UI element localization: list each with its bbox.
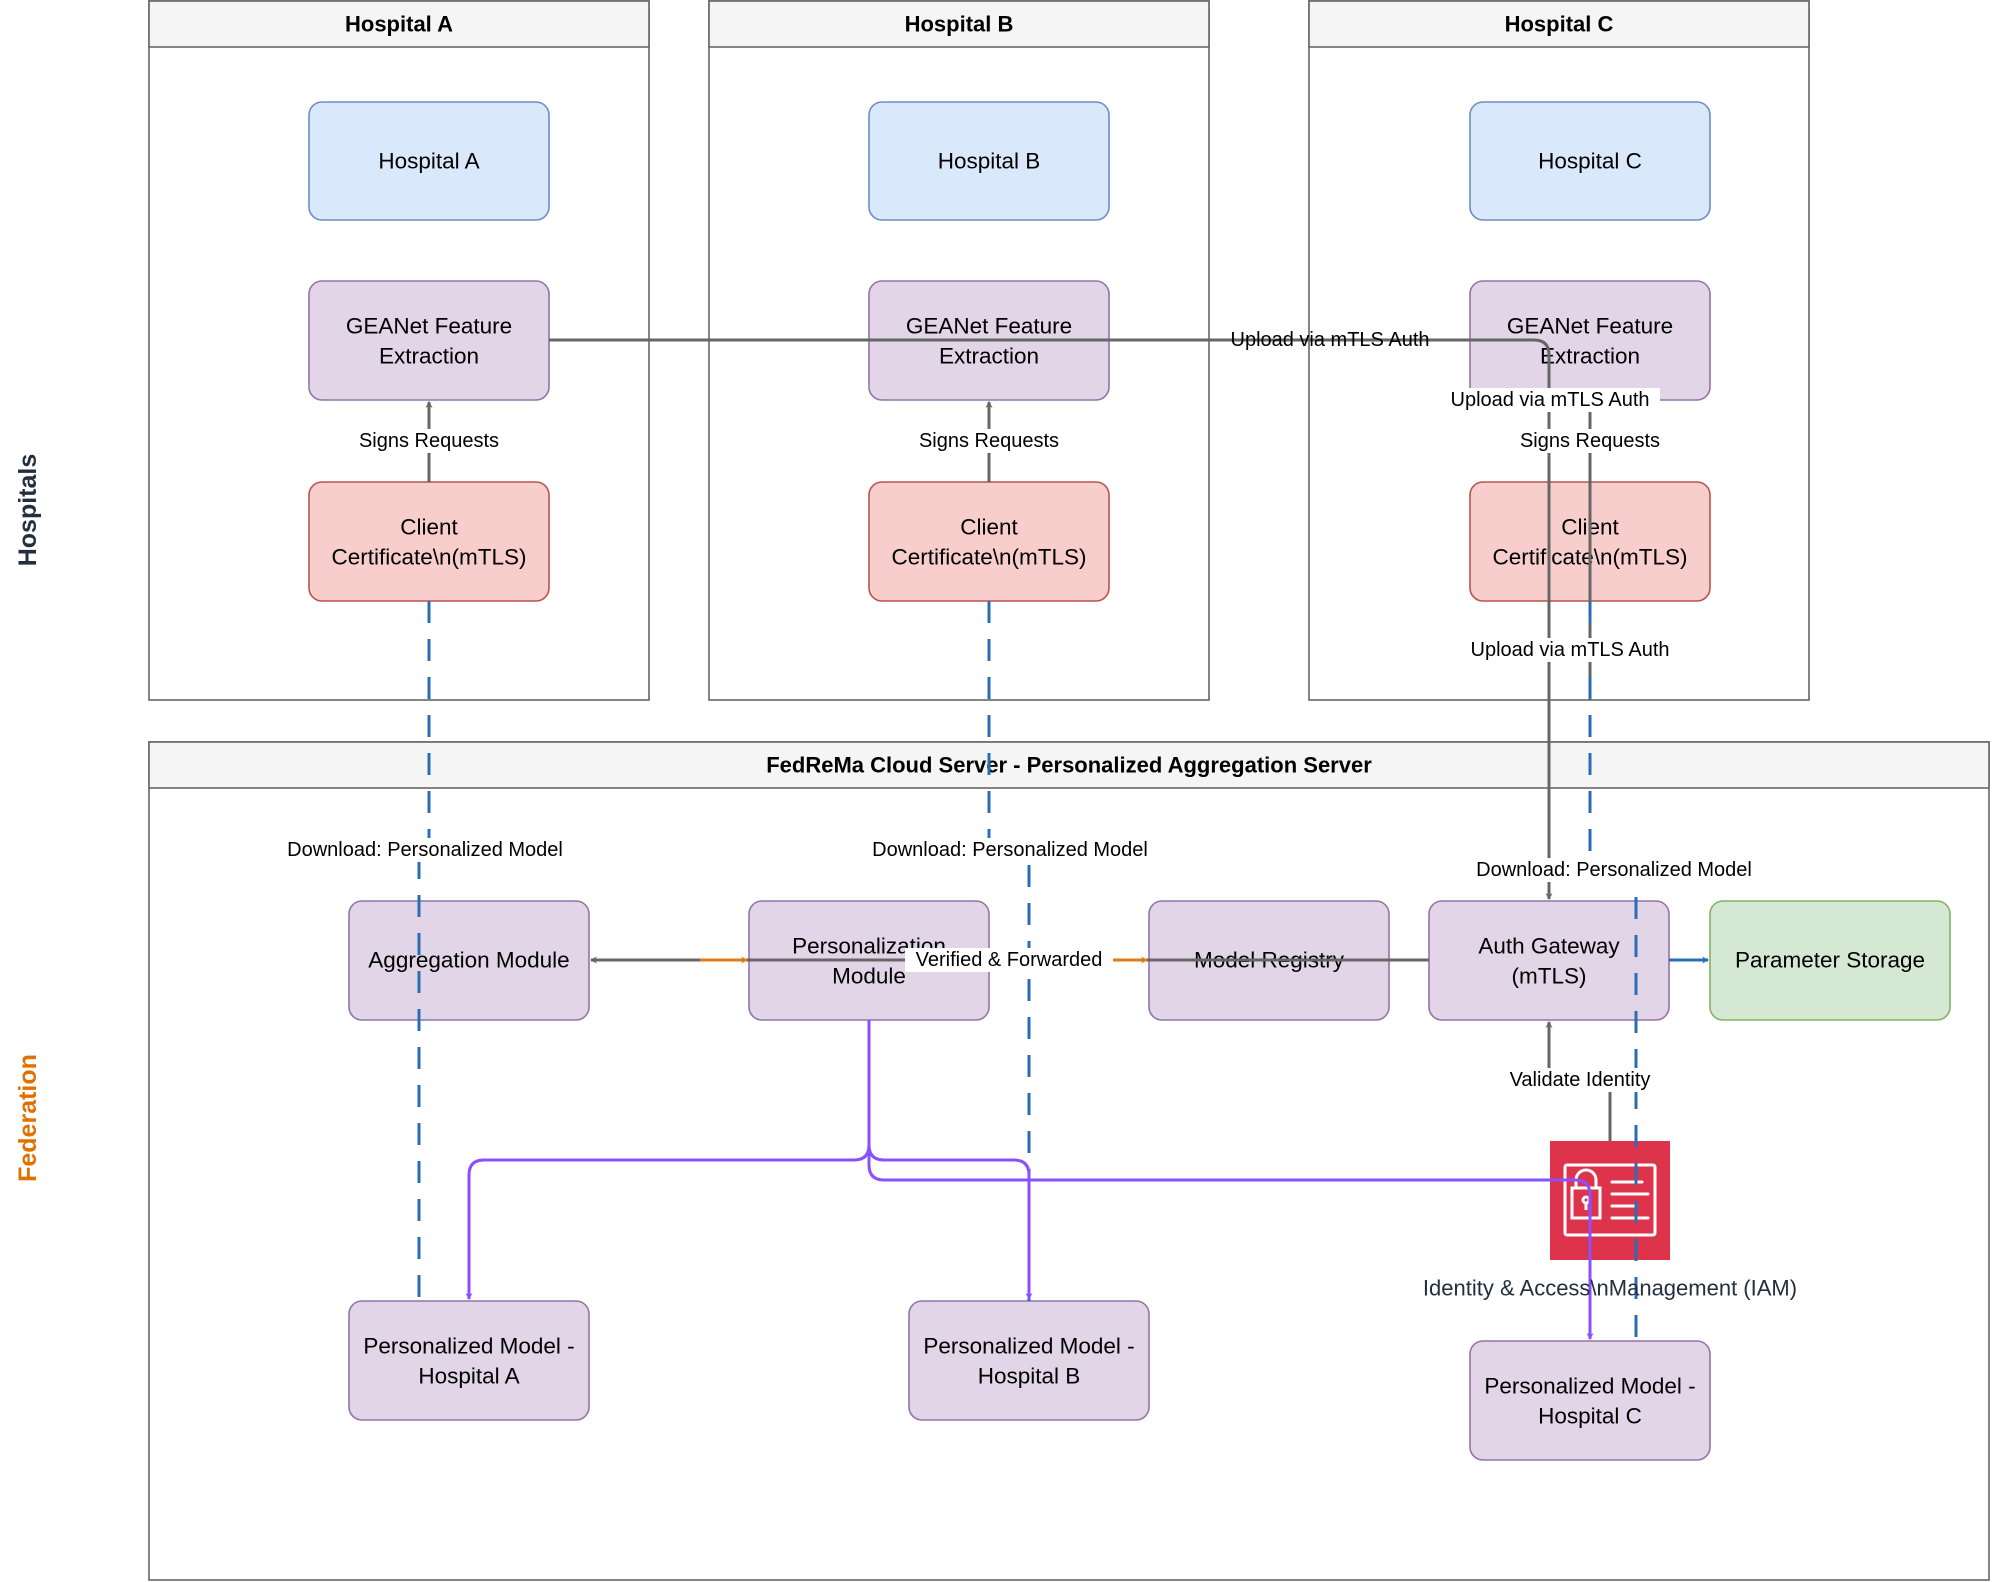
personalization-module-line2: Module xyxy=(832,964,906,989)
lock-id-card-icon xyxy=(1563,1163,1657,1237)
lane-label-hospitals: Hospitals xyxy=(14,454,42,567)
personalized-model-b-line1: Personalized Model - xyxy=(923,1334,1134,1359)
personalized-model-b-line2: Hospital B xyxy=(978,1364,1081,1389)
lane-label-federation: Federation xyxy=(14,1054,42,1182)
edge-labels: Signs Requests Signs Requests Signs Requ… xyxy=(272,329,1767,1092)
fedrema-server-container-title: FedReMa Cloud Server - Personalized Aggr… xyxy=(766,753,1372,778)
auth-gateway-line1: Auth Gateway xyxy=(1478,934,1620,959)
label-download-a: Download: Personalized Model xyxy=(287,839,563,861)
label-upload-mid: Upload via mTLS Auth xyxy=(1451,389,1650,411)
personalized-model-a-line2: Hospital A xyxy=(418,1364,519,1389)
client-certificate-a-node[interactable]: Client Certificate\n(mTLS) xyxy=(308,481,550,602)
personalized-model-a-line1: Personalized Model - xyxy=(363,1334,574,1359)
hospital-b-node[interactable]: Hospital B xyxy=(868,101,1110,221)
client-certificate-b-line1: Client xyxy=(960,515,1018,540)
auth-gateway-line2: (mTLS) xyxy=(1512,964,1587,989)
personalized-model-c-node[interactable]: Personalized Model - Hospital C xyxy=(1469,1340,1711,1461)
auth-gateway-node[interactable]: Auth Gateway (mTLS) xyxy=(1428,900,1670,1021)
client-certificate-a-line1: Client xyxy=(400,515,458,540)
edge-upload-mtls xyxy=(549,338,1553,901)
label-upload-low: Upload via mTLS Auth xyxy=(1471,639,1670,661)
geanet-c-label-line1: GEANet Feature xyxy=(1507,314,1673,339)
geanet-b-label-line1: GEANet Feature xyxy=(906,314,1072,339)
geanet-a-node[interactable]: GEANet Feature Extraction xyxy=(308,280,550,401)
client-certificate-b-line2: Certificate\n(mTLS) xyxy=(891,545,1086,570)
label-signs-requests-c: Signs Requests xyxy=(1520,430,1660,452)
geanet-c-node[interactable]: GEANet Feature Extraction xyxy=(1469,280,1711,401)
label-download-c: Download: Personalized Model xyxy=(1476,859,1752,881)
label-verified-forwarded: Verified & Forwarded xyxy=(916,949,1103,971)
client-certificate-a-line2: Certificate\n(mTLS) xyxy=(331,545,526,570)
iam-node[interactable] xyxy=(1550,1141,1670,1260)
geanet-a-label-line1: GEANet Feature xyxy=(346,314,512,339)
hospital-a-node-label: Hospital A xyxy=(378,149,479,174)
client-certificate-b-node[interactable]: Client Certificate\n(mTLS) xyxy=(868,481,1110,602)
personalized-model-c-line1: Personalized Model - xyxy=(1484,1374,1695,1399)
personalized-model-a-node[interactable]: Personalized Model - Hospital A xyxy=(348,1300,590,1421)
aggregation-module-node[interactable]: Aggregation Module xyxy=(348,900,590,1021)
hospital-b-node-label: Hospital B xyxy=(938,149,1041,174)
edge-download-b xyxy=(987,601,1031,1301)
hospital-a-container-title: Hospital A xyxy=(345,12,453,37)
geanet-a-label-line2: Extraction xyxy=(379,344,479,369)
identity-access-management-icon xyxy=(1550,1141,1670,1260)
label-upload-top: Upload via mTLS Auth xyxy=(1231,329,1430,351)
label-signs-requests-a: Signs Requests xyxy=(359,430,499,452)
parameter-storage-node[interactable]: Parameter Storage xyxy=(1709,900,1951,1021)
iam-caption: Identity & Access\nManagement (IAM) xyxy=(1423,1276,1797,1301)
geanet-c-label-line2: Extraction xyxy=(1540,344,1640,369)
hospital-c-container-title: Hospital C xyxy=(1505,12,1614,37)
personalized-model-b-node[interactable]: Personalized Model - Hospital B xyxy=(908,1300,1150,1421)
hospital-c-node[interactable]: Hospital C xyxy=(1469,101,1711,221)
geanet-b-label-line2: Extraction xyxy=(939,344,1039,369)
label-signs-requests-b: Signs Requests xyxy=(919,430,1059,452)
hospital-a-node[interactable]: Hospital A xyxy=(308,101,550,221)
label-download-b: Download: Personalized Model xyxy=(872,839,1148,861)
edges xyxy=(417,338,1710,1341)
label-validate-identity: Validate Identity xyxy=(1510,1069,1651,1091)
parameter-storage-label: Parameter Storage xyxy=(1735,948,1925,973)
edge-personalization-to-pm-c xyxy=(867,1020,1594,1341)
hospital-b-container-title: Hospital B xyxy=(905,12,1014,37)
aggregation-module-label: Aggregation Module xyxy=(368,948,569,973)
hospital-c-node-label: Hospital C xyxy=(1538,149,1642,174)
personalized-model-c-line2: Hospital C xyxy=(1538,1404,1642,1429)
